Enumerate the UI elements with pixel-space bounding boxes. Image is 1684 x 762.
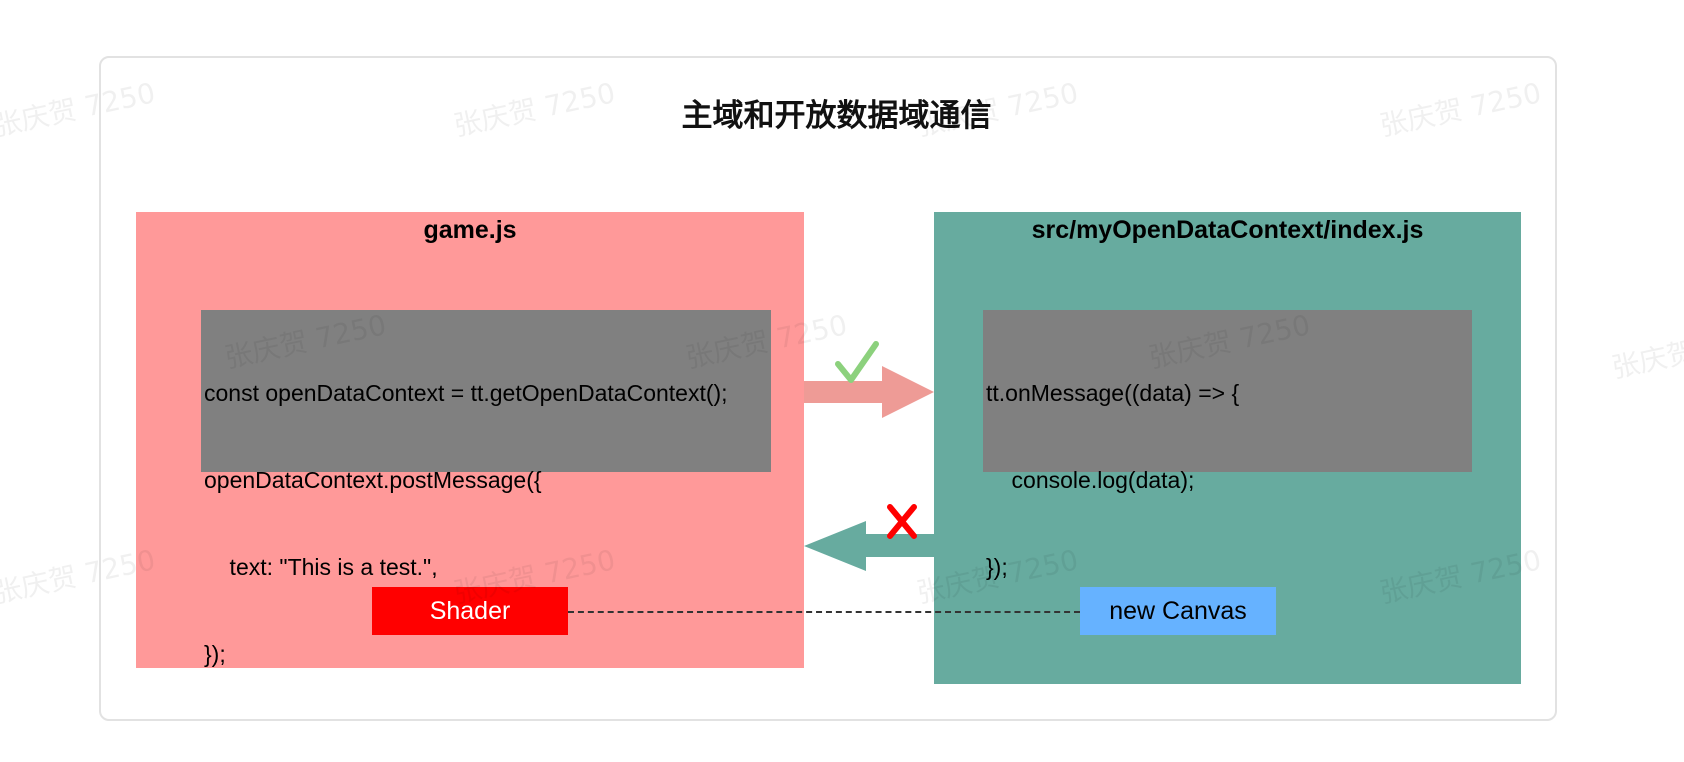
new-canvas-node: new Canvas xyxy=(1080,587,1276,635)
code-line: text: "This is a test.", xyxy=(204,554,438,580)
code-line: }); xyxy=(986,554,1008,580)
shader-node: Shader xyxy=(372,587,568,635)
main-domain-title: game.js xyxy=(423,216,517,244)
main-domain-code-block: const openDataContext = tt.getOpenDataCo… xyxy=(201,310,771,667)
code-line: }); xyxy=(204,641,226,667)
open-data-domain-title: src/myOpenDataContext/index.js xyxy=(1031,216,1424,244)
code-line: tt.onMessage((data) => { xyxy=(986,380,1240,406)
code-line: const openDataContext = tt.getOpenDataCo… xyxy=(204,380,728,406)
open-data-domain-code-block: tt.onMessage((data) => { console.log(dat… xyxy=(983,310,1472,580)
code-line: console.log(data); xyxy=(986,467,1195,493)
diagram-title: 主域和开放数据域通信 xyxy=(681,98,992,134)
shader-canvas-dashed-link xyxy=(568,611,1080,613)
watermark: 张庆贺 7250 xyxy=(1608,318,1684,385)
code-line: openDataContext.postMessage({ xyxy=(204,467,542,493)
